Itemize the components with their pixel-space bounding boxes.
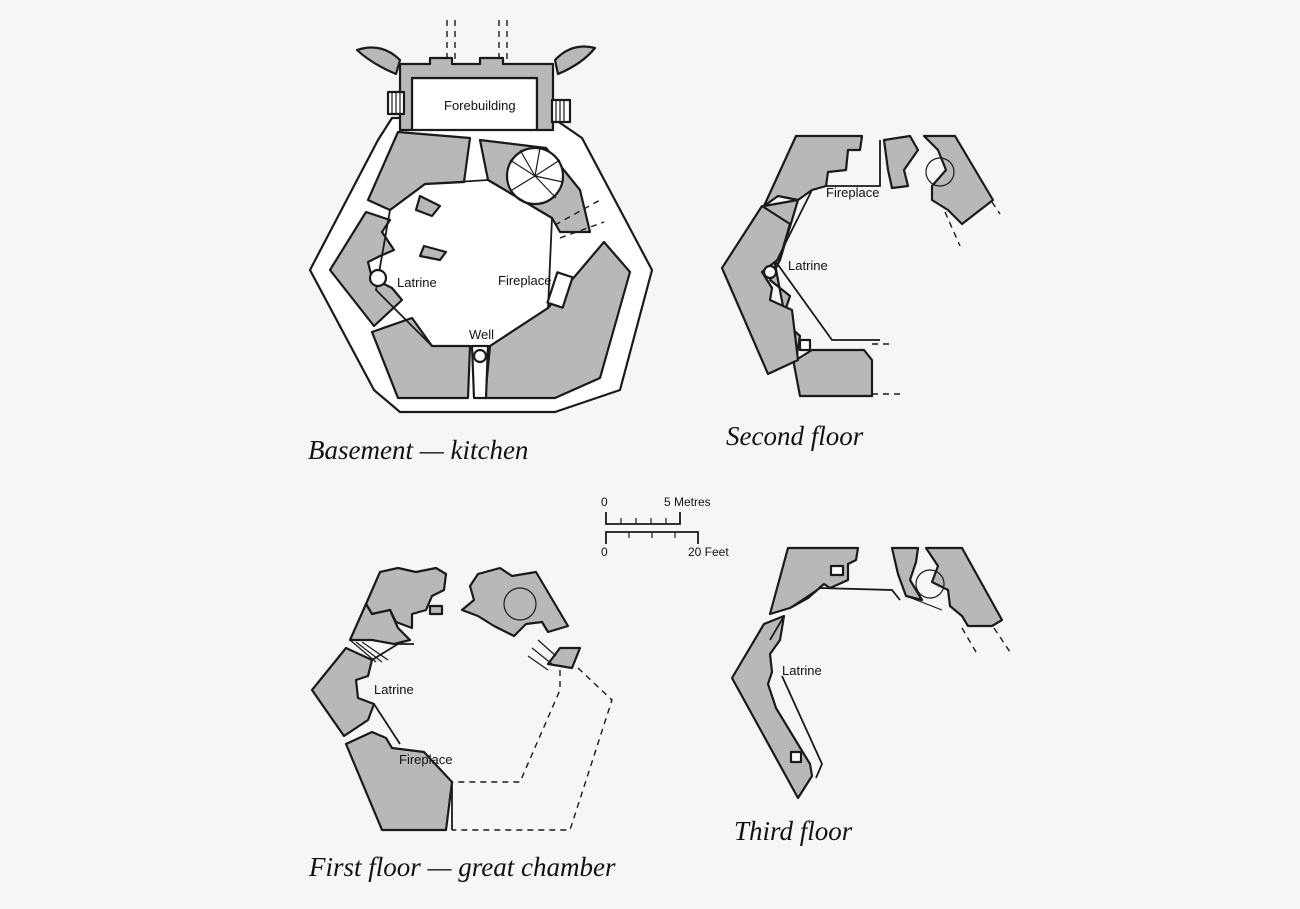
first-floor-caption: First floor — great chamber <box>308 852 616 882</box>
forebuilding-steps-right <box>550 98 572 124</box>
scale-metric-bar <box>605 512 681 525</box>
basement-well <box>472 348 488 364</box>
third-wall-right-b <box>924 546 1004 628</box>
first-label-latrine: Latrine <box>374 682 414 697</box>
first-floor-missing-walls <box>452 670 561 783</box>
second-label-fireplace: Fireplace <box>826 185 879 200</box>
third-floor-window-niche-lower <box>789 750 803 764</box>
first-wall-upper-right <box>460 566 570 638</box>
forebuilding-left-wing <box>355 46 402 76</box>
second-floor-caption: Second floor <box>726 421 864 451</box>
second-wall-mid-left <box>720 204 800 376</box>
scale-bar: 0 5 Metres 0 20 Feet <box>601 495 729 559</box>
basement-label-latrine: Latrine <box>397 275 437 290</box>
second-wall-right-a <box>882 134 920 190</box>
forebuilding-right-wing <box>553 45 597 76</box>
basement-fireplace <box>546 271 574 309</box>
basement-caption: Basement — kitchen <box>308 435 528 465</box>
first-label-fireplace: Fireplace <box>399 752 452 767</box>
basement-inner-room <box>375 179 553 347</box>
first-wall-lower-left <box>344 730 454 832</box>
third-floor-caption: Third floor <box>734 816 853 846</box>
scale-metric-end: 5 Metres <box>664 495 711 509</box>
scale-imperial-start: 0 <box>601 545 608 559</box>
second-wall-right-b <box>922 134 995 226</box>
scale-imperial-end: 20 Feet <box>688 545 729 559</box>
forebuilding-wall <box>398 56 555 132</box>
third-wall-upper <box>768 546 860 616</box>
second-wall-upper <box>762 134 864 208</box>
basement-label-well: Well <box>469 327 494 342</box>
second-floor-window-niche <box>798 338 812 352</box>
second-label-latrine: Latrine <box>788 258 828 273</box>
basement-plan: Forebuilding Latrine Fireplace Well Base… <box>308 20 654 465</box>
third-wall-left <box>730 614 814 800</box>
second-floor-plan: Fireplace Latrine Second floor <box>720 134 1001 451</box>
third-floor-window-niche-upper <box>829 564 845 577</box>
basement-label-fireplace: Fireplace <box>498 273 551 288</box>
third-wall-right-a <box>890 546 924 602</box>
first-wall-right <box>546 646 582 670</box>
third-label-latrine: Latrine <box>782 663 822 678</box>
scale-metric-start: 0 <box>601 495 608 509</box>
third-floor-plan: Latrine Third floor <box>730 546 1011 846</box>
first-wall-upper-left-b <box>348 602 412 646</box>
first-floor-plan: Latrine Fireplace First floor — great ch… <box>308 566 616 882</box>
first-wall-left <box>310 646 376 738</box>
basement-label-forebuilding: Forebuilding <box>444 98 516 113</box>
